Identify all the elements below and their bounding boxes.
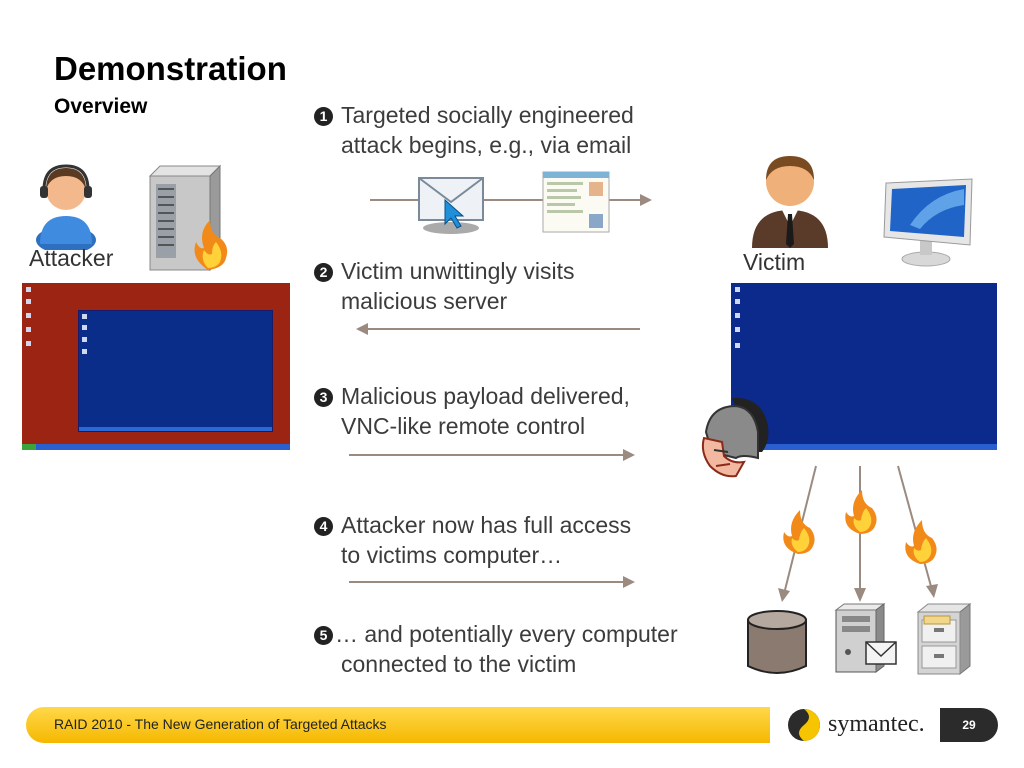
monitor-icon <box>883 178 973 267</box>
step-text-line: Malicious payload delivered, <box>341 383 630 409</box>
remote-desktop-window <box>78 310 273 432</box>
step-2: 2 Victim unwittingly visits malicious serv… <box>314 256 574 316</box>
step-text-line: to victims computer… <box>341 542 563 568</box>
person-headset-icon <box>36 164 96 250</box>
page-number: 29 <box>940 708 998 742</box>
file-cabinet-icon <box>916 602 972 676</box>
fire-icon <box>905 520 937 564</box>
step-text-line: malicious server <box>341 288 508 314</box>
step-text-line: Targeted socially engineered <box>341 102 634 128</box>
attacker-label: Attacker <box>29 245 114 271</box>
step-number: 4 <box>314 517 333 536</box>
step-3-arrow <box>349 449 635 461</box>
symantec-logo-mark <box>788 709 820 741</box>
step-2-arrow <box>356 323 640 335</box>
fire-icon <box>845 490 877 534</box>
step-number: 1 <box>314 107 333 126</box>
step-4: 4 Attacker now has full access to victims … <box>314 510 631 570</box>
email-cursor-icon <box>418 177 484 234</box>
step-number: 3 <box>314 388 333 407</box>
step-text-line: VNC-like remote control <box>341 413 586 439</box>
businessman-icon <box>752 156 828 248</box>
page-title: Demonstration <box>54 50 287 87</box>
server-fire-icon <box>148 164 228 272</box>
step-number: 5 <box>314 626 333 645</box>
database-icon <box>747 610 807 674</box>
footer-band <box>26 707 770 743</box>
chat-window-icon <box>542 171 610 233</box>
page-subtitle: Overview <box>54 95 148 118</box>
step-4-arrow <box>349 576 635 588</box>
attacker-desktop-screenshot <box>22 283 290 450</box>
step-text-line: connected to the victim <box>341 651 577 677</box>
trojan-helmet-icon <box>701 397 769 478</box>
victim-desktop-screenshot <box>731 283 997 450</box>
step-text-line: Attacker now has full access <box>341 512 632 538</box>
symantec-logo: symantec. <box>786 705 926 745</box>
step-number: 2 <box>314 263 333 282</box>
step-5: 5… and potentially every computer connect… <box>314 619 678 679</box>
step-3: 3 Malicious payload delivered, VNC-like re… <box>314 381 630 441</box>
victim-label: Victim <box>743 249 806 275</box>
step-1-arrow <box>370 194 652 206</box>
fire-icon <box>783 510 815 554</box>
mail-server-icon <box>834 603 897 673</box>
step-text-line: Victim unwittingly visits <box>341 258 575 284</box>
symantec-logo-text: symantec. <box>828 711 925 737</box>
step-1: 1 Targeted socially engineered attack begi… <box>314 100 634 160</box>
step-text-line: … and potentially every computer <box>335 621 678 647</box>
step-text-line: attack begins, e.g., via email <box>341 132 632 158</box>
footer-text: RAID 2010 - The New Generation of Target… <box>54 716 387 732</box>
